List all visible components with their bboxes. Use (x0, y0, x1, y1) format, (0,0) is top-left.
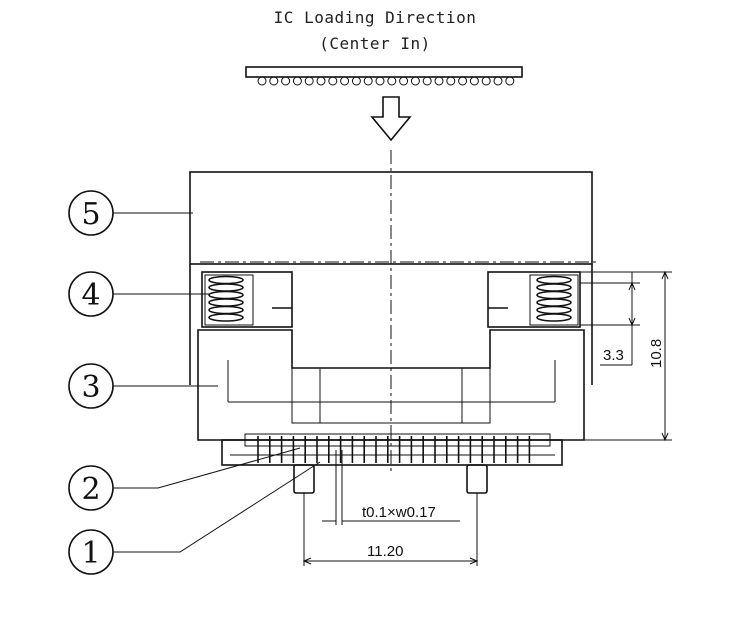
solder-ball (316, 76, 326, 86)
spring-coil (536, 305, 572, 315)
solder-ball (434, 76, 444, 86)
spring-left (208, 275, 244, 322)
spring-coil (536, 290, 572, 300)
callout-5-label: 5 (81, 197, 100, 232)
solder-ball (399, 76, 409, 86)
solder-ball (340, 76, 350, 86)
dimension-post-pitch: 11.20 (302, 493, 479, 566)
loading-direction-subtitle: (Center In) (319, 34, 431, 53)
spring-coil (208, 313, 244, 322)
spring-coil (208, 275, 244, 285)
solder-ball (292, 76, 302, 86)
dimension-spring-gap: 3.3 (580, 272, 640, 366)
solder-ball (505, 76, 515, 86)
loading-direction-title: IC Loading Direction (273, 8, 477, 27)
dimension-contact-size-label: t0.1×w0.17 (362, 504, 436, 521)
solder-ball (281, 76, 291, 86)
part-5-lid (189, 171, 600, 265)
solder-balls (257, 76, 515, 86)
spring-coil (536, 275, 572, 285)
spring-coil (536, 313, 572, 322)
dimension-overall-height-label: 10.8 (648, 339, 665, 368)
spring-coil (208, 290, 244, 300)
solder-ball (458, 76, 468, 86)
solder-ball (269, 76, 279, 86)
dimension-post-pitch-label: 11.20 (367, 543, 403, 560)
solder-ball (469, 76, 479, 86)
spring-coil (208, 305, 244, 315)
spring-coil (208, 298, 244, 307)
solder-ball (410, 76, 420, 86)
solder-ball (446, 76, 456, 86)
solder-ball (257, 76, 267, 86)
solder-ball (422, 76, 432, 86)
callout-1: 1 (68, 461, 321, 575)
callout-2: 2 (68, 447, 301, 511)
callout-5: 5 (68, 190, 193, 236)
callout-4-label: 4 (81, 278, 100, 313)
spring-coil (208, 283, 244, 292)
solder-ball (328, 76, 338, 86)
callout-3-label: 3 (81, 370, 100, 405)
solder-ball (387, 76, 397, 86)
dimension-overall-height: 10.8 (580, 270, 672, 442)
part-2-contact-plate (221, 433, 563, 466)
dimension-contact-size: t0.1×w0.17 (322, 450, 460, 525)
dimension-spring-gap-label: 3.3 (603, 347, 624, 364)
loading-arrow-icon (370, 96, 412, 142)
solder-ball (493, 76, 503, 86)
callout-3: 3 (68, 363, 218, 409)
spring-coil (536, 283, 572, 292)
part-3-body (197, 329, 585, 441)
callout-4: 4 (68, 271, 210, 317)
callout-1-label: 1 (81, 536, 100, 571)
callout-2-label: 2 (81, 472, 100, 507)
part-4-springs (201, 271, 581, 328)
solder-ball (363, 76, 373, 86)
spring-right (536, 275, 572, 322)
contact-pins (257, 436, 531, 463)
spring-coil (536, 298, 572, 307)
ic-package (245, 66, 523, 86)
solder-ball (375, 76, 385, 86)
solder-ball (351, 76, 361, 86)
solder-ball (304, 76, 314, 86)
solder-ball (481, 76, 491, 86)
